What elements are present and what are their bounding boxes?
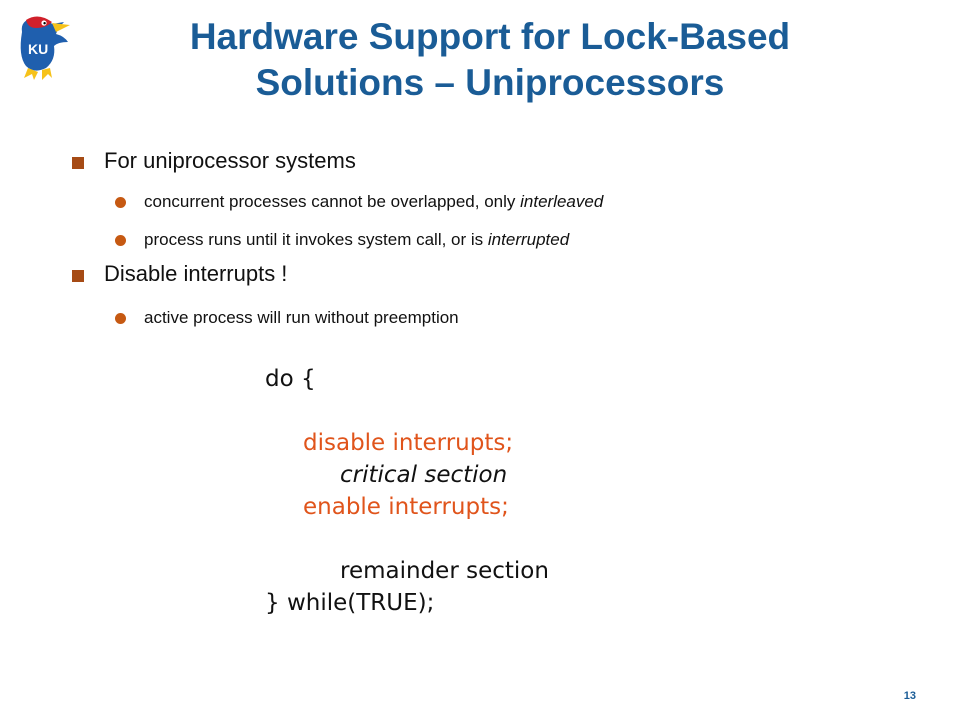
round-bullet-icon [115, 313, 126, 324]
bullet-text: For uniprocessor systems [104, 148, 356, 173]
subbullet-text: process runs until it invokes system cal… [144, 230, 488, 249]
code-line-enable-interrupts: enable interrupts; [303, 494, 509, 520]
square-bullet-icon [72, 157, 84, 169]
title-line-2: Solutions – Uniprocessors [255, 62, 725, 103]
code-line-do: do { [265, 366, 316, 392]
logo-text: KU [28, 41, 48, 57]
title-line-1: Hardware Support for Lock-Based [189, 16, 791, 57]
page-number: 13 [903, 690, 916, 702]
code-line-remainder-section: remainder section [340, 558, 549, 584]
subbullet-text: active process will run without preempti… [144, 308, 459, 327]
ku-jayhawk-logo-icon: KU [20, 16, 70, 80]
code-line-disable-interrupts: disable interrupts; [303, 430, 514, 456]
subbullet-emphasis: interrupted [487, 230, 570, 249]
slide-title: Hardware Support for Lock-Based Solution… [90, 14, 890, 106]
square-bullet-icon [72, 270, 84, 282]
round-bullet-icon [115, 235, 126, 246]
code-line-critical-section: critical section [340, 462, 508, 488]
subbullet-emphasis: interleaved [520, 192, 604, 211]
subbullet-text: concurrent processes cannot be overlappe… [144, 192, 521, 211]
code-line-while: } while(TRUE); [265, 590, 435, 616]
round-bullet-icon [115, 197, 126, 208]
bullet-text: Disable interrupts ! [104, 261, 288, 286]
